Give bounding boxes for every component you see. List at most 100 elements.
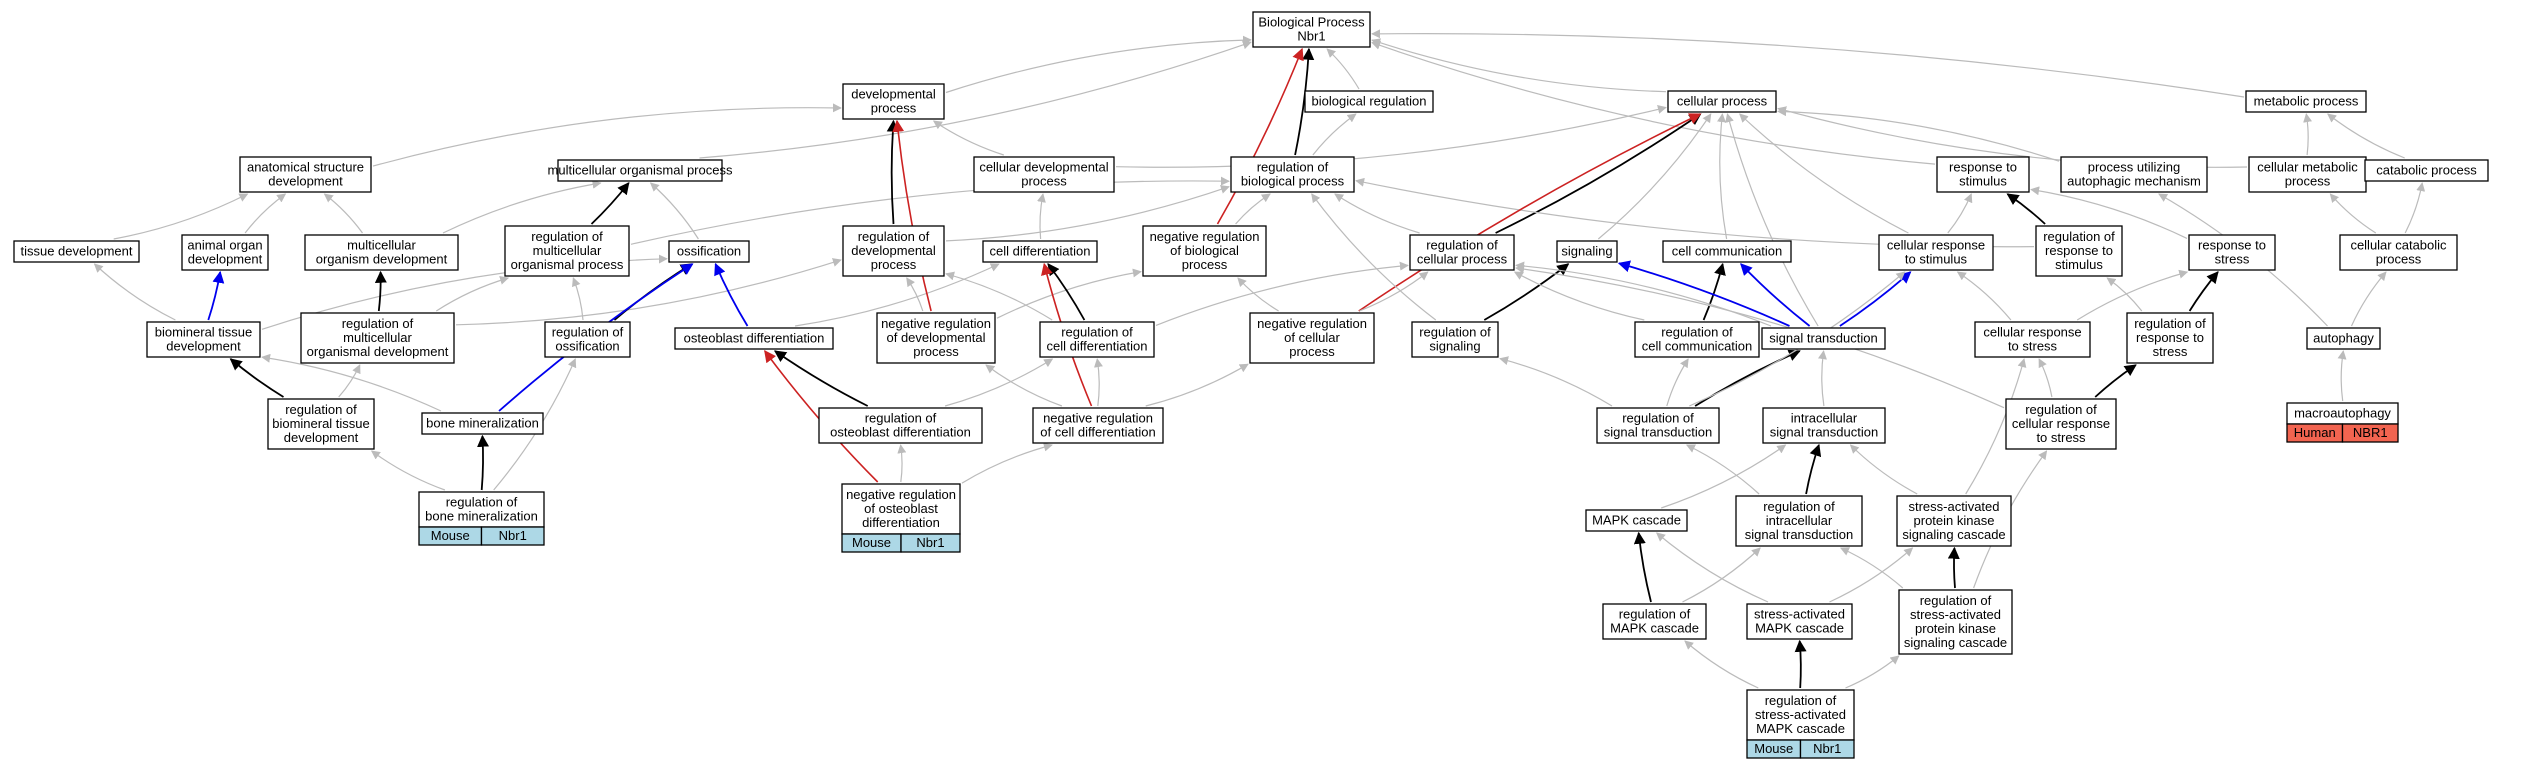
term-box: [2005, 398, 2117, 450]
term-node-bonemin[interactable]: bone mineralization: [421, 412, 544, 435]
edge-cellrespstress-to-respstress: [2076, 269, 2189, 321]
term-label: process: [1289, 344, 1335, 359]
term-label: ossification: [677, 244, 741, 259]
term-node-multiorg[interactable]: multicellular organismal process: [548, 159, 733, 182]
species-tag-box: [1799, 739, 1855, 759]
term-node-celldiff[interactable]: cell differentiation: [982, 240, 1098, 263]
term-label: response to: [2045, 243, 2113, 258]
term-label: catabolic process: [2376, 163, 2477, 178]
term-node-cellcomm[interactable]: cell communication: [1662, 240, 1792, 263]
term-box: [1762, 407, 1886, 444]
edge-regbio-to-bioreg: [1312, 113, 1357, 156]
term-label: to stress: [2036, 430, 2086, 445]
term-node-mapk[interactable]: MAPK cascade: [1585, 509, 1688, 532]
term-node-autophagy[interactable]: autophagy: [2306, 327, 2381, 350]
term-node-metab[interactable]: metabolic process: [2245, 90, 2367, 113]
term-node-catab[interactable]: catabolic process: [2364, 159, 2489, 182]
edge-respstress-to-respstim: [2030, 186, 2188, 239]
edge-regbonemin-to-bonemin: [477, 434, 490, 491]
term-node-osteodiff[interactable]: osteoblast differentiation: [674, 327, 834, 350]
term-node-cellproc[interactable]: cellular process: [1667, 90, 1777, 113]
term-label: process: [1021, 174, 1067, 189]
edge-negregdev-to-devproc: [892, 119, 932, 312]
edge-cellrespstim-to-respstim: [1947, 193, 1973, 234]
edge-celldiff-to-celldev: [1037, 193, 1046, 240]
edge-regcellrespstress-to-cellrespstress: [2038, 358, 2053, 398]
term-label: MAPK cascade: [1592, 513, 1681, 528]
edge-bioreg-to-bp: [1326, 48, 1360, 90]
term-label: negative regulation: [1150, 229, 1260, 244]
term-box: [1585, 509, 1688, 532]
term-label: of biological: [1170, 243, 1239, 258]
term-label: process: [2285, 174, 2331, 189]
edge-regdev-to-regbio: [945, 185, 1230, 242]
term-box: [2248, 156, 2367, 193]
term-label: negative regulation: [1257, 316, 1367, 331]
term-box: [544, 321, 631, 358]
edge-regsapk-to-sapk: [1947, 546, 1960, 589]
edge-regsamapk-to-regsapk: [1845, 655, 1900, 689]
edge-negregbio-to-bp: [1216, 47, 1304, 225]
edge-cellrespstress-to-cellrespstim: [1956, 271, 2012, 321]
term-node-tissuedev[interactable]: tissue development: [13, 240, 140, 263]
term-label: regulation of: [552, 325, 624, 340]
edge-negregcelldiff-to-regcelldiff: [1094, 358, 1103, 407]
term-label: regulation of: [446, 495, 518, 510]
edge-regsigtrans-to-regsig: [1499, 356, 1613, 407]
term-label: to stress: [2008, 339, 2058, 354]
term-node-ossif[interactable]: ossification: [668, 240, 750, 263]
term-box: [13, 240, 140, 263]
term-label: autophagy: [2313, 331, 2374, 346]
term-node-bioreg[interactable]: biological regulation: [1304, 90, 1434, 113]
term-node-sigtrans[interactable]: signal transduction: [1761, 327, 1886, 350]
term-node-signaling[interactable]: signaling: [1556, 240, 1618, 263]
edge-signaling-to-cellproc: [1597, 113, 1712, 240]
term-box: [1878, 234, 1994, 271]
edge-autophagy-to-cellcatab: [2350, 271, 2387, 327]
